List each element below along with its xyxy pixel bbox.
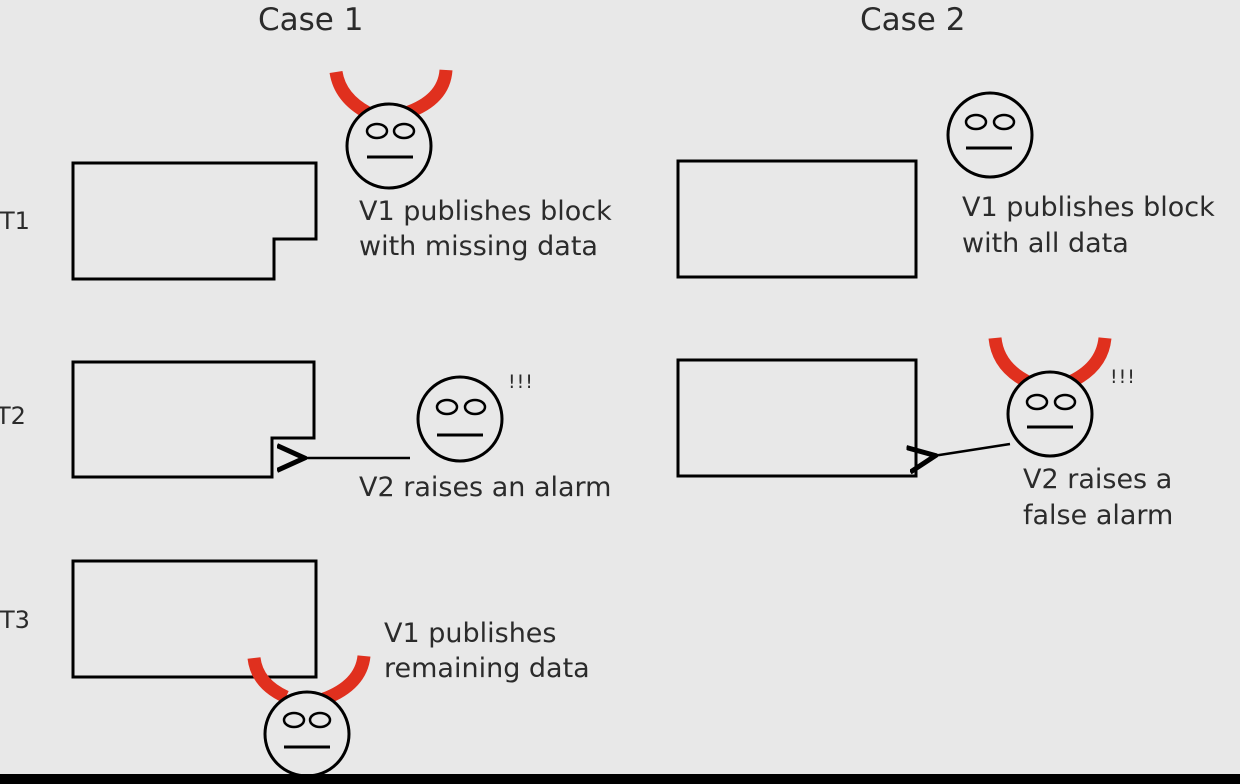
devil-horns-icon xyxy=(247,654,371,706)
case2-v2-devil-face xyxy=(988,336,1112,458)
case1-t2-incomplete-block xyxy=(71,360,316,479)
time-label-t1: T1 xyxy=(0,207,30,235)
case1-header: Case 1 xyxy=(258,2,364,38)
time-label-t3: T3 xyxy=(0,606,30,634)
case1-t3-caption-line1: V1 publishes xyxy=(384,618,557,649)
case2-v1-face xyxy=(946,91,1034,179)
case2-header: Case 2 xyxy=(860,2,966,38)
bottom-border-bar xyxy=(0,774,1240,784)
case1-v1-devil-face xyxy=(329,69,453,190)
case2-t2-caption-line1: V2 raises a xyxy=(1023,464,1173,495)
case2-t1-caption-line2: with all data xyxy=(962,228,1129,259)
case1-v1-devil-face-t3 xyxy=(247,654,371,778)
case1-t1-caption-line2: with missing data xyxy=(359,231,598,262)
case2-exclamation: !!! xyxy=(1110,366,1136,388)
case1-t1-caption-line1: V1 publishes block xyxy=(359,196,612,227)
case1-t3-complete-block xyxy=(71,559,318,679)
case2-t1-caption-line1: V1 publishes block xyxy=(962,192,1215,223)
case2-t2-caption-line2: false alarm xyxy=(1023,500,1174,531)
case1-t3-caption-line2: remaining data xyxy=(384,653,590,684)
case1-t2-caption: V2 raises an alarm xyxy=(359,472,612,503)
case2-false-alarm-arrow xyxy=(933,442,1011,456)
case2-t2-complete-block xyxy=(676,358,918,478)
time-label-t2: T2 xyxy=(0,402,26,430)
case2-t1-complete-block xyxy=(676,159,918,279)
case1-exclamation: !!! xyxy=(508,371,534,393)
case1-t1-incomplete-block xyxy=(71,161,318,281)
case1-v2-face xyxy=(416,375,504,463)
